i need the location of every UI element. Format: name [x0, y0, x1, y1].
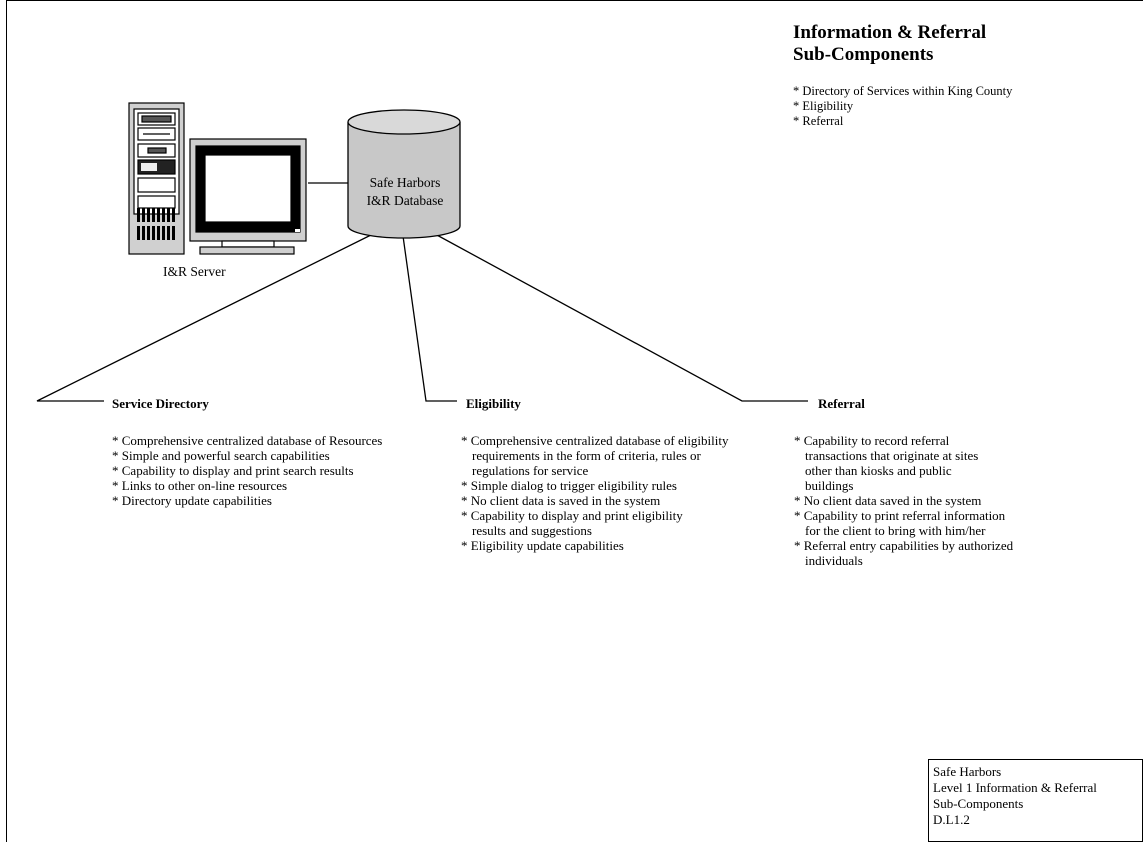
connector-service-directory: [36, 233, 374, 402]
server-label: I&R Server: [163, 264, 226, 279]
referral-title: Referral: [818, 396, 865, 411]
monitor-icon: [189, 138, 307, 255]
server-tower-icon: [128, 102, 185, 255]
eligibility-title: Eligibility: [466, 396, 521, 411]
title-block-line-3: Sub-Components: [933, 796, 1024, 811]
list-item: * Eligibility update capabilities: [461, 538, 624, 553]
list-item: * Simple and powerful search capabilitie…: [112, 448, 330, 463]
legend-title-line-1: Information & Referral: [793, 22, 987, 43]
eligibility-list: * Comprehensive centralized database of …: [461, 433, 761, 553]
title-block-line-1: Safe Harbors: [933, 764, 1002, 779]
referral-list: * Capability to record referral transact…: [794, 433, 1034, 568]
service-directory-list: * Comprehensive centralized database of …: [112, 433, 412, 508]
title-block-line-4: D.L1.2: [933, 812, 970, 827]
list-item: * No client data is saved in the system: [461, 493, 661, 508]
title-block: Safe Harbors Level 1 Information & Refer…: [928, 759, 1143, 842]
title-block-line-2: Level 1 Information & Referral: [933, 780, 1097, 795]
connector-lines: [36, 182, 808, 402]
list-item: * Comprehensive centralized database of …: [112, 433, 383, 448]
list-item: * Simple dialog to trigger eligibility r…: [461, 478, 677, 493]
legend-title: Information & Referral Sub-Components: [793, 22, 1113, 66]
list-item: * Capability to display and print eligib…: [461, 508, 683, 538]
connector-referral: [434, 233, 808, 402]
page-frame: [6, 0, 1143, 842]
legend-item: * Referral: [793, 114, 844, 128]
database-label-line-2: I&R Database: [366, 193, 444, 208]
list-item: * Links to other on-line resources: [112, 478, 288, 493]
list-item: * Comprehensive centralized database of …: [461, 433, 729, 478]
legend-title-line-2: Sub-Components: [793, 44, 934, 65]
connector-eligibility: [402, 235, 457, 402]
database-label: Safe Harbors I&R Database: [360, 174, 450, 210]
database-label-line-1: Safe Harbors: [369, 175, 441, 190]
service-directory-title: Service Directory: [112, 396, 209, 411]
list-item: * Capability to display and print search…: [112, 463, 354, 478]
list-item: * No client data saved in the system: [794, 493, 982, 508]
legend-item: * Directory of Services within King Coun…: [793, 84, 1013, 98]
list-item: * Directory update capabilities: [112, 493, 272, 508]
legend-item: * Eligibility: [793, 99, 854, 113]
legend-list: * Directory of Services within King Coun…: [793, 84, 1012, 129]
list-item: * Capability to print referral informati…: [794, 508, 1006, 538]
list-item: * Capability to record referral transact…: [794, 433, 979, 493]
database-icon: [347, 109, 461, 239]
list-item: * Referral entry capabilities by authori…: [794, 538, 1014, 568]
